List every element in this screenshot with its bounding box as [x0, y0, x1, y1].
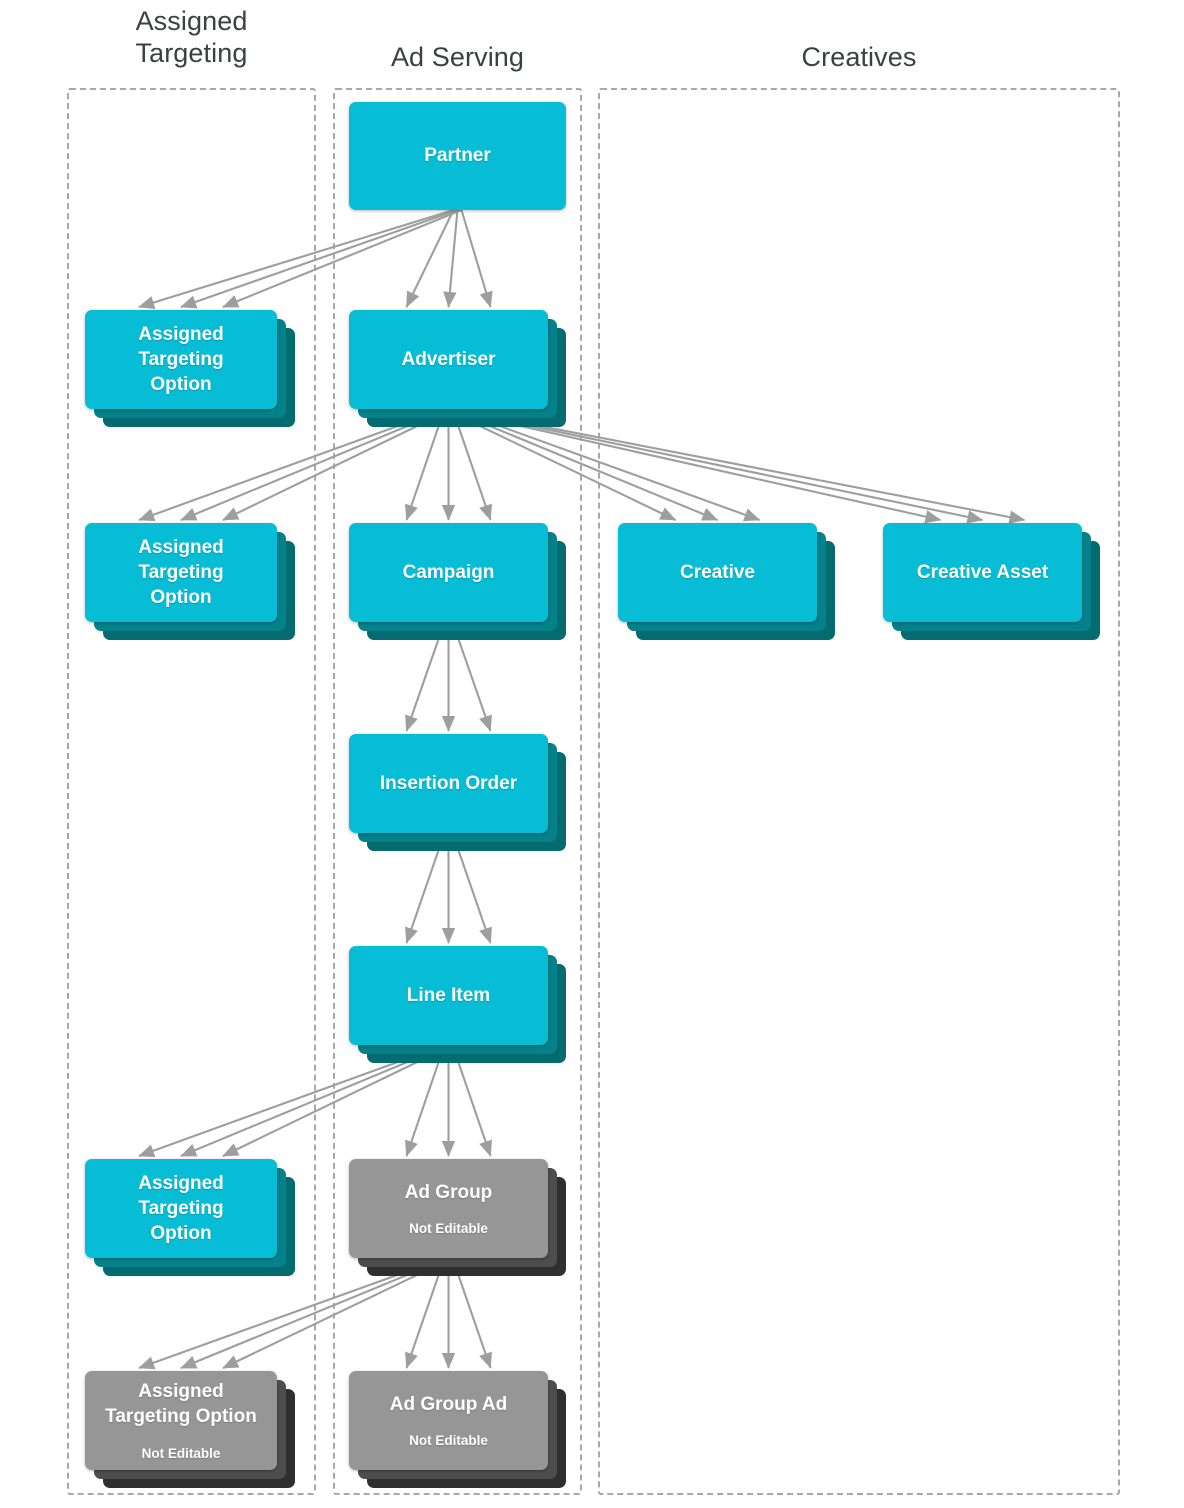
node-advertiser[interactable]: Advertiser: [349, 310, 566, 427]
node-title: Campaign: [402, 561, 495, 583]
column-header-creatives: Creatives: [598, 42, 1120, 74]
node-campaign[interactable]: Campaign: [349, 523, 566, 640]
node-title: Ad Group Ad: [389, 1393, 508, 1415]
node-face[interactable]: Assigned Targeting Option: [85, 523, 277, 622]
node-ato-advertiser[interactable]: Assigned Targeting Option: [85, 523, 295, 640]
column-header-label: Creatives: [801, 42, 917, 72]
node-face[interactable]: Assigned Targeting Option: [85, 1159, 277, 1258]
node-ato-line-item[interactable]: Assigned Targeting Option: [85, 1159, 295, 1276]
column-header-label: Ad Serving: [390, 42, 525, 72]
node-face[interactable]: Partner: [349, 102, 566, 210]
node-line-item[interactable]: Line Item: [349, 946, 566, 1063]
lane-ad-serving: [333, 88, 582, 1495]
node-title: Advertiser: [401, 348, 496, 370]
node-ato-partner[interactable]: Assigned Targeting Option: [85, 310, 295, 427]
node-title: Insertion Order: [379, 772, 518, 794]
node-title: Line Item: [406, 984, 491, 1006]
node-face[interactable]: Advertiser: [349, 310, 548, 409]
node-creative[interactable]: Creative: [618, 523, 835, 640]
node-title: Assigned Targeting Option: [138, 323, 224, 396]
node-face[interactable]: Ad Group Ad Not Editable: [349, 1371, 548, 1470]
node-title: Assigned Targeting Option: [138, 1172, 224, 1245]
node-title: Creative: [680, 561, 755, 583]
node-title: Partner: [424, 145, 491, 167]
node-subtitle-not-editable: Not Editable: [409, 1221, 488, 1237]
node-title: Assigned Targeting Option: [138, 536, 224, 609]
lane-creatives: [598, 88, 1120, 1495]
node-partner[interactable]: Partner: [349, 102, 566, 210]
column-header-assigned-targeting: Assigned Targeting: [67, 6, 316, 69]
node-face[interactable]: Insertion Order: [349, 734, 548, 833]
node-face[interactable]: Creative: [618, 523, 817, 622]
node-ad-group-ad[interactable]: Ad Group Ad Not Editable: [349, 1371, 566, 1488]
node-title: Ad Group: [404, 1181, 493, 1203]
column-header-label: Assigned Targeting: [135, 6, 248, 68]
node-face[interactable]: Assigned Targeting Option: [85, 310, 277, 409]
node-title: Creative Asset: [916, 561, 1049, 583]
column-header-ad-serving: Ad Serving: [333, 42, 582, 74]
node-face[interactable]: Creative Asset: [883, 523, 1082, 622]
node-insertion-order[interactable]: Insertion Order: [349, 734, 566, 851]
node-title: Assigned Targeting Option: [105, 1381, 257, 1428]
node-subtitle-not-editable: Not Editable: [409, 1433, 488, 1449]
node-face[interactable]: Campaign: [349, 523, 548, 622]
node-face[interactable]: Line Item: [349, 946, 548, 1045]
node-creative-asset[interactable]: Creative Asset: [883, 523, 1100, 640]
lane-assigned-targeting: [67, 88, 316, 1495]
node-subtitle-not-editable: Not Editable: [141, 1445, 221, 1461]
